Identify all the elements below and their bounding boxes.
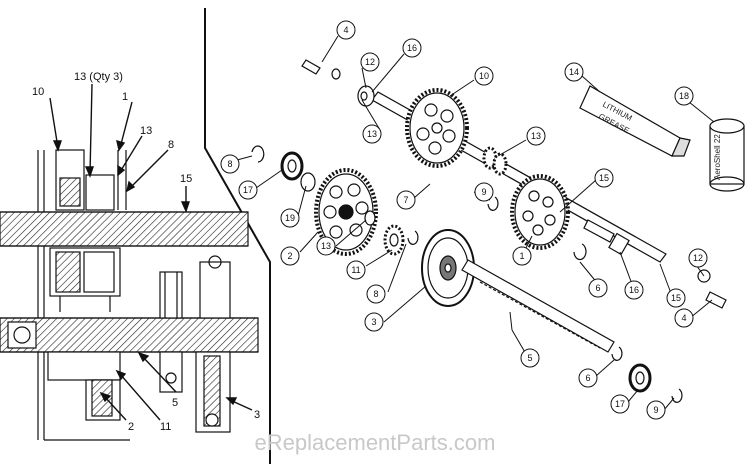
lower-shaft <box>461 259 615 353</box>
callout-sv-13-qty3: 13 (Qty 3) <box>74 71 123 83</box>
callout-sv-11: 11 <box>160 421 171 433</box>
grease-tube: LITHIUM GREASE <box>579 85 691 157</box>
callout-circle <box>512 246 532 266</box>
section-view-callouts: 10 13 (Qty 3) 1 13 8 15 5 2 11 3 <box>32 71 260 433</box>
gear-11 <box>383 224 405 256</box>
callout-circle <box>360 52 380 72</box>
callout-14: 14 <box>569 67 579 77</box>
callout-13: 13 <box>321 241 331 251</box>
callout-8: 8 <box>373 289 378 299</box>
lower-shaft-section <box>0 317 259 353</box>
callout-circle <box>346 260 366 280</box>
callout-16: 16 <box>629 285 639 295</box>
callout-sv-2: 2 <box>128 421 134 433</box>
callout-15: 15 <box>671 293 681 303</box>
callout-sv-1: 1 <box>122 91 128 103</box>
callout-circle <box>564 62 584 82</box>
callout-5: 5 <box>527 353 532 363</box>
callout-circle <box>474 182 494 202</box>
callout-circle <box>220 154 240 174</box>
callout-2: 2 <box>287 251 292 261</box>
callout-circle <box>366 284 386 304</box>
callout-sv-3: 3 <box>254 409 260 421</box>
callout-circle <box>594 168 614 188</box>
callout-circle <box>646 400 666 420</box>
callout-sv-15: 15 <box>180 173 192 185</box>
callout-circle <box>666 288 686 308</box>
callout-8: 8 <box>227 159 232 169</box>
callout-circle <box>674 308 694 328</box>
callout-1: 1 <box>519 251 524 261</box>
callout-circle <box>610 394 630 414</box>
callout-circle <box>336 20 356 40</box>
callout-15: 15 <box>599 173 609 183</box>
callout-6: 6 <box>585 373 590 383</box>
callout-circle <box>238 180 258 200</box>
callout-13: 13 <box>531 131 541 141</box>
callout-4: 4 <box>343 25 348 35</box>
callout-sv-10: 10 <box>32 86 44 98</box>
callout-circle <box>624 280 644 300</box>
callout-circle <box>280 246 300 266</box>
bearing-17-left <box>280 151 304 181</box>
gear-10 <box>405 88 469 168</box>
callout-circle <box>520 348 540 368</box>
callout-4: 4 <box>681 313 686 323</box>
exploded-view-callouts: 4 12 16 10 13 13 9 8 17 19 7 2 13 11 8 1… <box>220 20 708 420</box>
callout-19: 19 <box>285 213 295 223</box>
exploded-view: LITHIUM GREASE AeroShell 22 <box>251 59 745 403</box>
callout-circle <box>402 38 422 58</box>
callout-7: 7 <box>403 195 408 205</box>
wheel-3 <box>421 229 475 307</box>
callout-circle <box>688 248 708 268</box>
watermark-text: eReplacementParts.com <box>255 430 496 455</box>
callout-18: 18 <box>679 91 689 101</box>
callout-circle <box>526 126 546 146</box>
callout-circle <box>588 278 608 298</box>
callout-circle <box>474 66 494 86</box>
callout-16: 16 <box>407 43 417 53</box>
gear-2 <box>314 168 378 256</box>
bearing-17-right <box>628 363 652 393</box>
divider-line <box>204 8 271 464</box>
callout-circle <box>396 190 416 210</box>
small-gears-13 <box>357 85 508 176</box>
callout-9: 9 <box>653 405 658 415</box>
callout-11: 11 <box>351 265 360 275</box>
callout-sv-5: 5 <box>172 397 178 409</box>
callout-10: 10 <box>479 71 489 81</box>
section-view-leaders <box>49 83 253 421</box>
callout-circle <box>578 368 598 388</box>
callout-17: 17 <box>243 185 253 195</box>
callout-12: 12 <box>365 57 375 67</box>
callout-sv-8: 8 <box>168 139 174 151</box>
callout-13: 13 <box>367 129 377 139</box>
callout-circle <box>674 86 694 106</box>
callout-17: 17 <box>615 399 625 409</box>
callout-6: 6 <box>595 283 600 293</box>
upper-shaft-section <box>0 211 249 247</box>
callout-circle <box>362 124 382 144</box>
callout-circle <box>316 236 336 256</box>
washer-19 <box>300 172 316 192</box>
callout-12: 12 <box>693 253 703 263</box>
callout-sv-13: 13 <box>140 125 152 137</box>
callout-3: 3 <box>371 317 376 327</box>
section-view <box>0 8 271 464</box>
tin-label: AeroShell 22 <box>713 134 722 180</box>
grease-tin: AeroShell 22 <box>709 118 745 192</box>
callout-9: 9 <box>481 187 486 197</box>
callout-circle <box>364 312 384 332</box>
gear-1 <box>510 174 570 250</box>
callout-circle <box>280 208 300 228</box>
